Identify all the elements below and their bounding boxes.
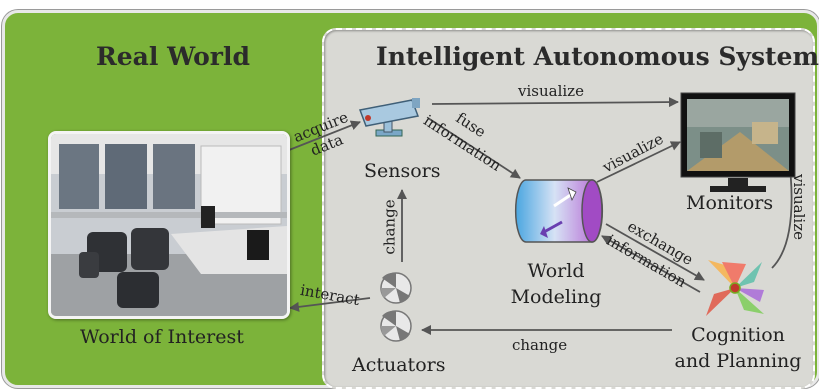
office-photo <box>48 131 290 319</box>
world-modeling-label-1: World <box>527 260 585 282</box>
flower-icon <box>706 260 764 316</box>
cylinder-icon <box>514 179 604 243</box>
arrow-acquire-data <box>283 120 361 153</box>
camera-icon <box>358 98 420 137</box>
real-world-title: Real World <box>96 42 250 71</box>
arrow-exchange-b <box>601 235 701 293</box>
actuators-label: Actuators <box>352 354 446 376</box>
actuator-icon <box>380 272 412 342</box>
arrow-visualize-top <box>431 97 679 108</box>
edge-label-visualize-right: visualize <box>789 174 808 240</box>
arrow-fuse-information <box>427 117 521 179</box>
sensors-label: Sensors <box>364 160 441 182</box>
cognition-label-2: and Planning <box>674 350 802 372</box>
arrow-visualize-mid <box>596 141 681 183</box>
monitors-label: Monitors <box>686 192 774 214</box>
world-of-interest-label: World of Interest <box>80 326 244 348</box>
arrow-exchange-a <box>605 223 705 281</box>
edge-label-visualize-top: visualize <box>518 82 584 100</box>
cognition-label-1: Cognition <box>691 324 785 346</box>
edge-label-change-bottom: change <box>512 336 568 354</box>
world-modeling-label-2: Modeling <box>510 286 602 308</box>
edge-label-change-vertical: change <box>380 199 399 255</box>
ias-title: Intelligent Autonomous System <box>376 42 819 71</box>
monitor-icon <box>680 92 796 192</box>
arrow-interact <box>289 297 371 312</box>
